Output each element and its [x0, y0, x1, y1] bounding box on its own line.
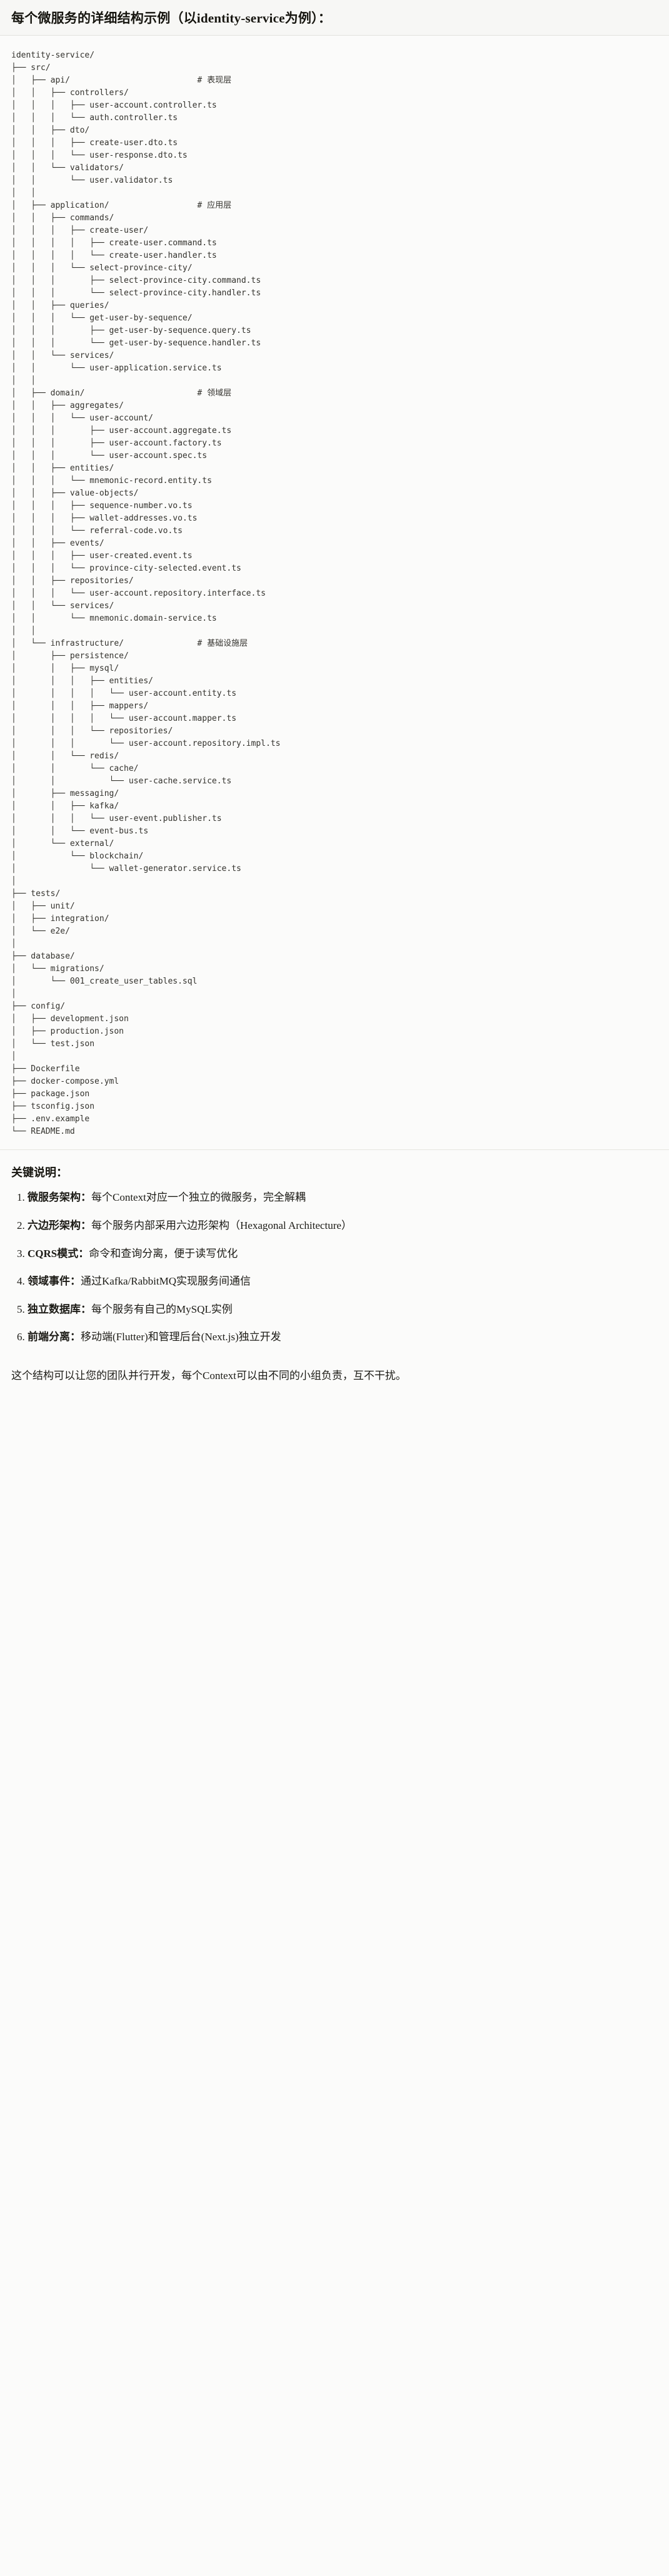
key-point-term: 领域事件 [28, 1275, 70, 1288]
key-point-description: 每个服务内部采用六边形架构（Hexagonal Architecture） [91, 1219, 352, 1231]
key-points-heading: 关键说明： [11, 1166, 68, 1179]
directory-tree: identity-service/ ├── src/ │ ├── api/ # … [11, 51, 281, 1137]
key-point-separator: ： [81, 1219, 91, 1231]
key-point-term: 微服务架构 [28, 1191, 81, 1204]
page-title: 每个微服务的详细结构示例（以identity-service为例）： [11, 11, 331, 26]
list-item: 六边形架构：每个服务内部采用六边形架构（Hexagonal Architectu… [28, 1218, 658, 1234]
key-points-list: 微服务架构：每个Context对应一个独立的微服务，完全解耦 六边形架构：每个服… [11, 1190, 658, 1345]
key-point-separator: ： [78, 1247, 89, 1260]
key-point-separator: ： [81, 1303, 91, 1315]
key-point-description: 移动端(Flutter)和管理后台(Next.js)独立开发 [81, 1331, 281, 1343]
directory-tree-block: identity-service/ ├── src/ │ ├── api/ # … [0, 36, 669, 1150]
key-point-description: 每个服务有自己的MySQL实例 [91, 1303, 233, 1315]
key-point-separator: ： [81, 1191, 91, 1204]
list-item: 领域事件：通过Kafka/RabbitMQ实现服务间通信 [28, 1274, 658, 1290]
key-point-description: 每个Context对应一个独立的微服务，完全解耦 [91, 1191, 306, 1204]
key-point-term: CQRS模式 [28, 1247, 79, 1260]
key-points-section: 关键说明： 微服务架构：每个Context对应一个独立的微服务，完全解耦 六边形… [0, 1149, 669, 1364]
key-point-separator: ： [70, 1331, 81, 1343]
list-item: 微服务架构：每个Context对应一个独立的微服务，完全解耦 [28, 1190, 658, 1206]
footer-note: 这个结构可以让您的团队并行开发，每个Context可以由不同的小组负责，互不干扰… [11, 1370, 406, 1382]
header-band: 每个微服务的详细结构示例（以identity-service为例）： [0, 0, 669, 36]
page-root: 每个微服务的详细结构示例（以identity-service为例）： ident… [0, 0, 669, 1400]
key-point-separator: ： [70, 1275, 81, 1288]
key-point-description: 命令和查询分离，便于读写优化 [89, 1247, 238, 1260]
key-point-term: 六边形架构 [28, 1219, 81, 1231]
list-item: 独立数据库：每个服务有自己的MySQL实例 [28, 1302, 658, 1318]
list-item: 前端分离：移动端(Flutter)和管理后台(Next.js)独立开发 [28, 1330, 658, 1345]
key-point-term: 前端分离 [28, 1331, 70, 1343]
key-point-description: 通过Kafka/RabbitMQ实现服务间通信 [81, 1275, 251, 1288]
list-item: CQRS模式：命令和查询分离，便于读写优化 [28, 1246, 658, 1262]
key-point-term: 独立数据库 [28, 1303, 81, 1315]
